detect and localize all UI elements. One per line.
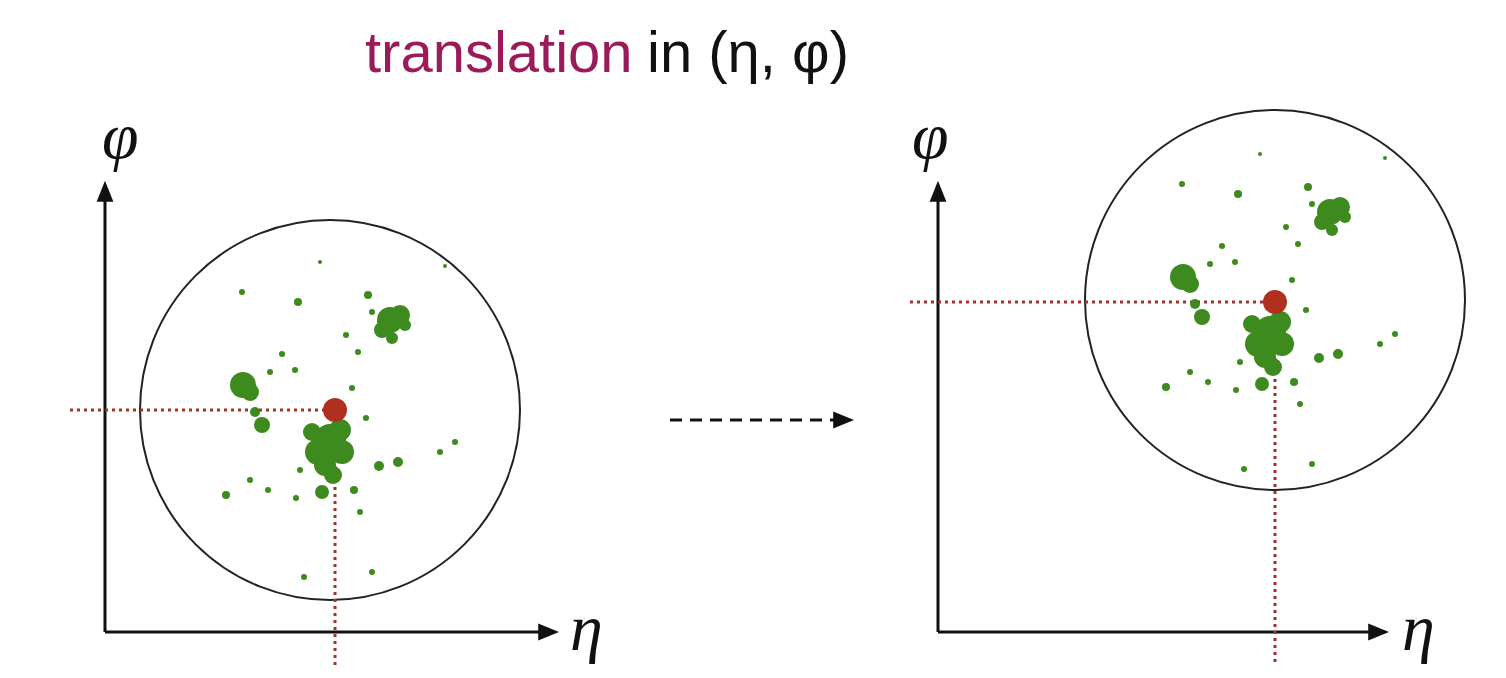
particle-dot xyxy=(349,385,355,391)
particle-dot xyxy=(363,415,369,421)
particle-dot xyxy=(350,486,358,494)
particle-dot xyxy=(1179,181,1185,187)
particle-dot xyxy=(1269,311,1291,333)
title-word: translation xyxy=(365,20,633,84)
particle-dot xyxy=(265,487,271,493)
eta-axis xyxy=(105,631,555,634)
particle-dot xyxy=(1194,309,1210,325)
particle-dot xyxy=(369,569,375,575)
eta-axis xyxy=(938,631,1385,634)
particle-dot xyxy=(369,309,375,315)
particle-dot xyxy=(357,509,363,515)
particle-dot xyxy=(293,495,299,501)
eta-phi-plot xyxy=(910,110,1465,666)
axis-label: η xyxy=(570,592,603,665)
jet-cone xyxy=(1085,110,1465,490)
particle-dot xyxy=(1339,211,1351,223)
particle-dot xyxy=(399,319,411,331)
particle-dot xyxy=(1383,156,1387,160)
particle-dot xyxy=(1187,369,1193,375)
particle-dot xyxy=(279,351,285,357)
phi-axis xyxy=(937,185,940,632)
axis-label: φ xyxy=(912,100,949,173)
particle-dot xyxy=(315,485,329,499)
particle-dot xyxy=(1392,331,1398,337)
jet-axis-dot xyxy=(1263,290,1287,314)
particle-dot xyxy=(364,291,372,299)
particle-dot xyxy=(1237,359,1243,365)
particle-dot xyxy=(1309,461,1315,467)
guide-line xyxy=(70,409,335,412)
particle-dot xyxy=(1295,241,1301,247)
particle-dot xyxy=(437,449,443,455)
particle-dot xyxy=(374,461,384,471)
particle-dot xyxy=(297,467,303,473)
particle-dot xyxy=(1162,383,1170,391)
particle-dot xyxy=(1205,379,1211,385)
particle-dot xyxy=(1377,341,1383,347)
particle-dot xyxy=(355,349,361,355)
particle-dot xyxy=(1297,401,1303,407)
jet-axis-dot xyxy=(323,398,347,422)
particle-dot xyxy=(1289,277,1295,283)
transform-arrow xyxy=(670,419,850,422)
particle-dot xyxy=(1181,275,1199,293)
particle-dot xyxy=(1243,315,1261,333)
particle-dot xyxy=(1304,183,1312,191)
particle-dot xyxy=(254,417,270,433)
particle-dot xyxy=(1219,243,1225,249)
particle-dot xyxy=(1255,377,1269,391)
particle-dot xyxy=(1290,378,1298,386)
particle-dot xyxy=(294,298,302,306)
guide-line xyxy=(910,301,1275,304)
particle-dot xyxy=(1333,349,1343,359)
particle-dot xyxy=(239,289,245,295)
particle-dot xyxy=(1234,190,1242,198)
particle-dot xyxy=(222,491,230,499)
particle-dot xyxy=(393,457,403,467)
particle-dot xyxy=(1314,353,1324,363)
particle-dot xyxy=(250,407,260,417)
axis-label: η xyxy=(1402,592,1435,665)
particle-dot xyxy=(343,332,349,338)
eta-phi-plot xyxy=(70,185,555,666)
particle-dot xyxy=(1326,224,1338,236)
particle-dot xyxy=(241,383,259,401)
particle-dot xyxy=(1232,259,1238,265)
particle-dot xyxy=(452,439,458,445)
particle-dot xyxy=(1283,224,1289,230)
particle-dot xyxy=(1241,466,1247,472)
title-math: in (η, φ) xyxy=(647,20,849,84)
particle-dot xyxy=(292,367,298,373)
particle-dot xyxy=(1303,307,1309,313)
particle-dot xyxy=(267,369,273,375)
particle-dot xyxy=(329,419,351,441)
particle-dot xyxy=(1233,387,1239,393)
particle-dot xyxy=(301,574,307,580)
axis-label: φ xyxy=(102,100,139,173)
particle-dot xyxy=(1264,358,1282,376)
particle-dot xyxy=(247,477,253,483)
particle-dot xyxy=(443,264,447,268)
particle-dot xyxy=(1207,261,1213,267)
particle-dot xyxy=(318,260,322,264)
particle-dot xyxy=(1190,299,1200,309)
particle-dot xyxy=(324,466,342,484)
particle-dot xyxy=(1309,201,1315,207)
particle-dot xyxy=(303,423,321,441)
particle-dot xyxy=(1258,152,1262,156)
particle-dot xyxy=(386,332,398,344)
